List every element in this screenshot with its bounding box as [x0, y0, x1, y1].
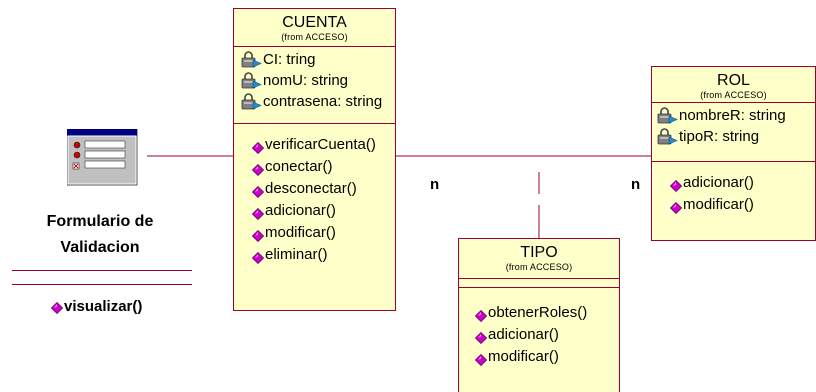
operation-label: conectar() — [265, 158, 333, 175]
padlock-icon — [656, 127, 678, 146]
padlock-icon — [240, 92, 262, 111]
diamond-icon — [474, 307, 488, 323]
operation-label: adicionar() — [488, 326, 559, 343]
boundary-operation: visualizar() — [50, 298, 143, 315]
operation-row: adicionar() — [474, 324, 619, 346]
boundary-divider — [12, 284, 192, 285]
diamond-icon — [474, 351, 488, 367]
class-name: CUENTA — [282, 14, 347, 31]
class-name: TIPO — [520, 244, 558, 261]
operation-row: conectar() — [251, 156, 395, 178]
diamond-icon — [251, 139, 265, 155]
operation-row: verificarCuenta() — [251, 134, 395, 156]
operation-label: adicionar() — [265, 202, 336, 219]
attribute-row: nombreR: string — [656, 105, 815, 126]
attribute-label: nombreR: string — [679, 107, 786, 124]
class-stereotype: (from ACCESO) — [505, 262, 573, 272]
operation-row: modificar() — [251, 222, 395, 244]
class-stereotype: (from ACCESO) — [700, 90, 767, 100]
operation-label: modificar() — [265, 224, 336, 241]
operation-label: eliminar() — [265, 246, 328, 263]
class-tipo[interactable]: TIPO (from ACCESO) obtenerRoles() adicio… — [458, 238, 620, 392]
operation-row: modificar() — [474, 346, 619, 368]
diamond-icon — [251, 205, 265, 221]
operation-row: obtenerRoles() — [474, 302, 619, 324]
operation-label: adicionar() — [683, 174, 754, 191]
operation-row: adicionar() — [251, 200, 395, 222]
operation-label: modificar() — [488, 348, 559, 365]
operation-label: modificar() — [683, 196, 754, 213]
attribute-compartment — [459, 279, 619, 287]
diamond-icon — [251, 227, 265, 243]
diamond-icon — [669, 199, 683, 215]
diamond-icon — [669, 177, 683, 193]
padlock-icon — [240, 50, 262, 69]
boundary-name-line-1: Formulario de — [46, 213, 154, 230]
operation-label: verificarCuenta() — [265, 136, 376, 153]
attribute-label: tipoR: string — [679, 128, 760, 145]
operation-label: desconectar() — [265, 180, 357, 197]
operation-row: desconectar() — [251, 178, 395, 200]
attribute-row: nomU: string — [240, 70, 395, 91]
padlock-icon — [656, 106, 678, 125]
diamond-icon — [251, 249, 265, 265]
form-icon — [67, 129, 138, 186]
boundary-divider — [12, 270, 192, 271]
diamond-icon — [474, 329, 488, 345]
multiplicity-rol-end: n — [631, 176, 641, 193]
diamond-icon — [251, 183, 265, 199]
attribute-compartment: CI: tring nomU: string contrasena: strin… — [234, 47, 395, 118]
boundary-name-line-2: Validacion — [60, 239, 140, 256]
operation-label: visualizar() — [64, 298, 143, 315]
class-cuenta[interactable]: CUENTA (from ACCESO) CI: tring nomU: str… — [233, 8, 396, 311]
operation-row: adicionar() — [669, 172, 815, 194]
attribute-label: contrasena: string — [263, 93, 383, 110]
diamond-icon — [251, 161, 265, 177]
class-rol[interactable]: ROL (from ACCESO) nombreR: string tipoR:… — [651, 66, 816, 241]
operation-row: modificar() — [669, 194, 815, 216]
multiplicity-cuenta-end: n — [430, 176, 440, 193]
attribute-row: CI: tring — [240, 49, 395, 70]
class-name: ROL — [717, 72, 750, 89]
attribute-compartment: nombreR: string tipoR: string — [652, 103, 815, 159]
attribute-row: contrasena: string — [240, 91, 395, 112]
operation-compartment: obtenerRoles() adicionar() modificar() — [459, 288, 619, 372]
attribute-label: nomU: string — [263, 72, 349, 89]
attribute-row: tipoR: string — [656, 126, 815, 147]
class-stereotype: (from ACCESO) — [281, 32, 348, 42]
diamond-icon — [50, 301, 64, 314]
operation-row: eliminar() — [251, 244, 395, 266]
operation-compartment: adicionar() modificar() — [652, 162, 815, 220]
operation-label: obtenerRoles() — [488, 304, 588, 321]
operation-compartment: verificarCuenta() conectar() desconectar… — [234, 124, 395, 270]
attribute-label: CI: tring — [263, 51, 316, 68]
padlock-icon — [240, 71, 262, 90]
